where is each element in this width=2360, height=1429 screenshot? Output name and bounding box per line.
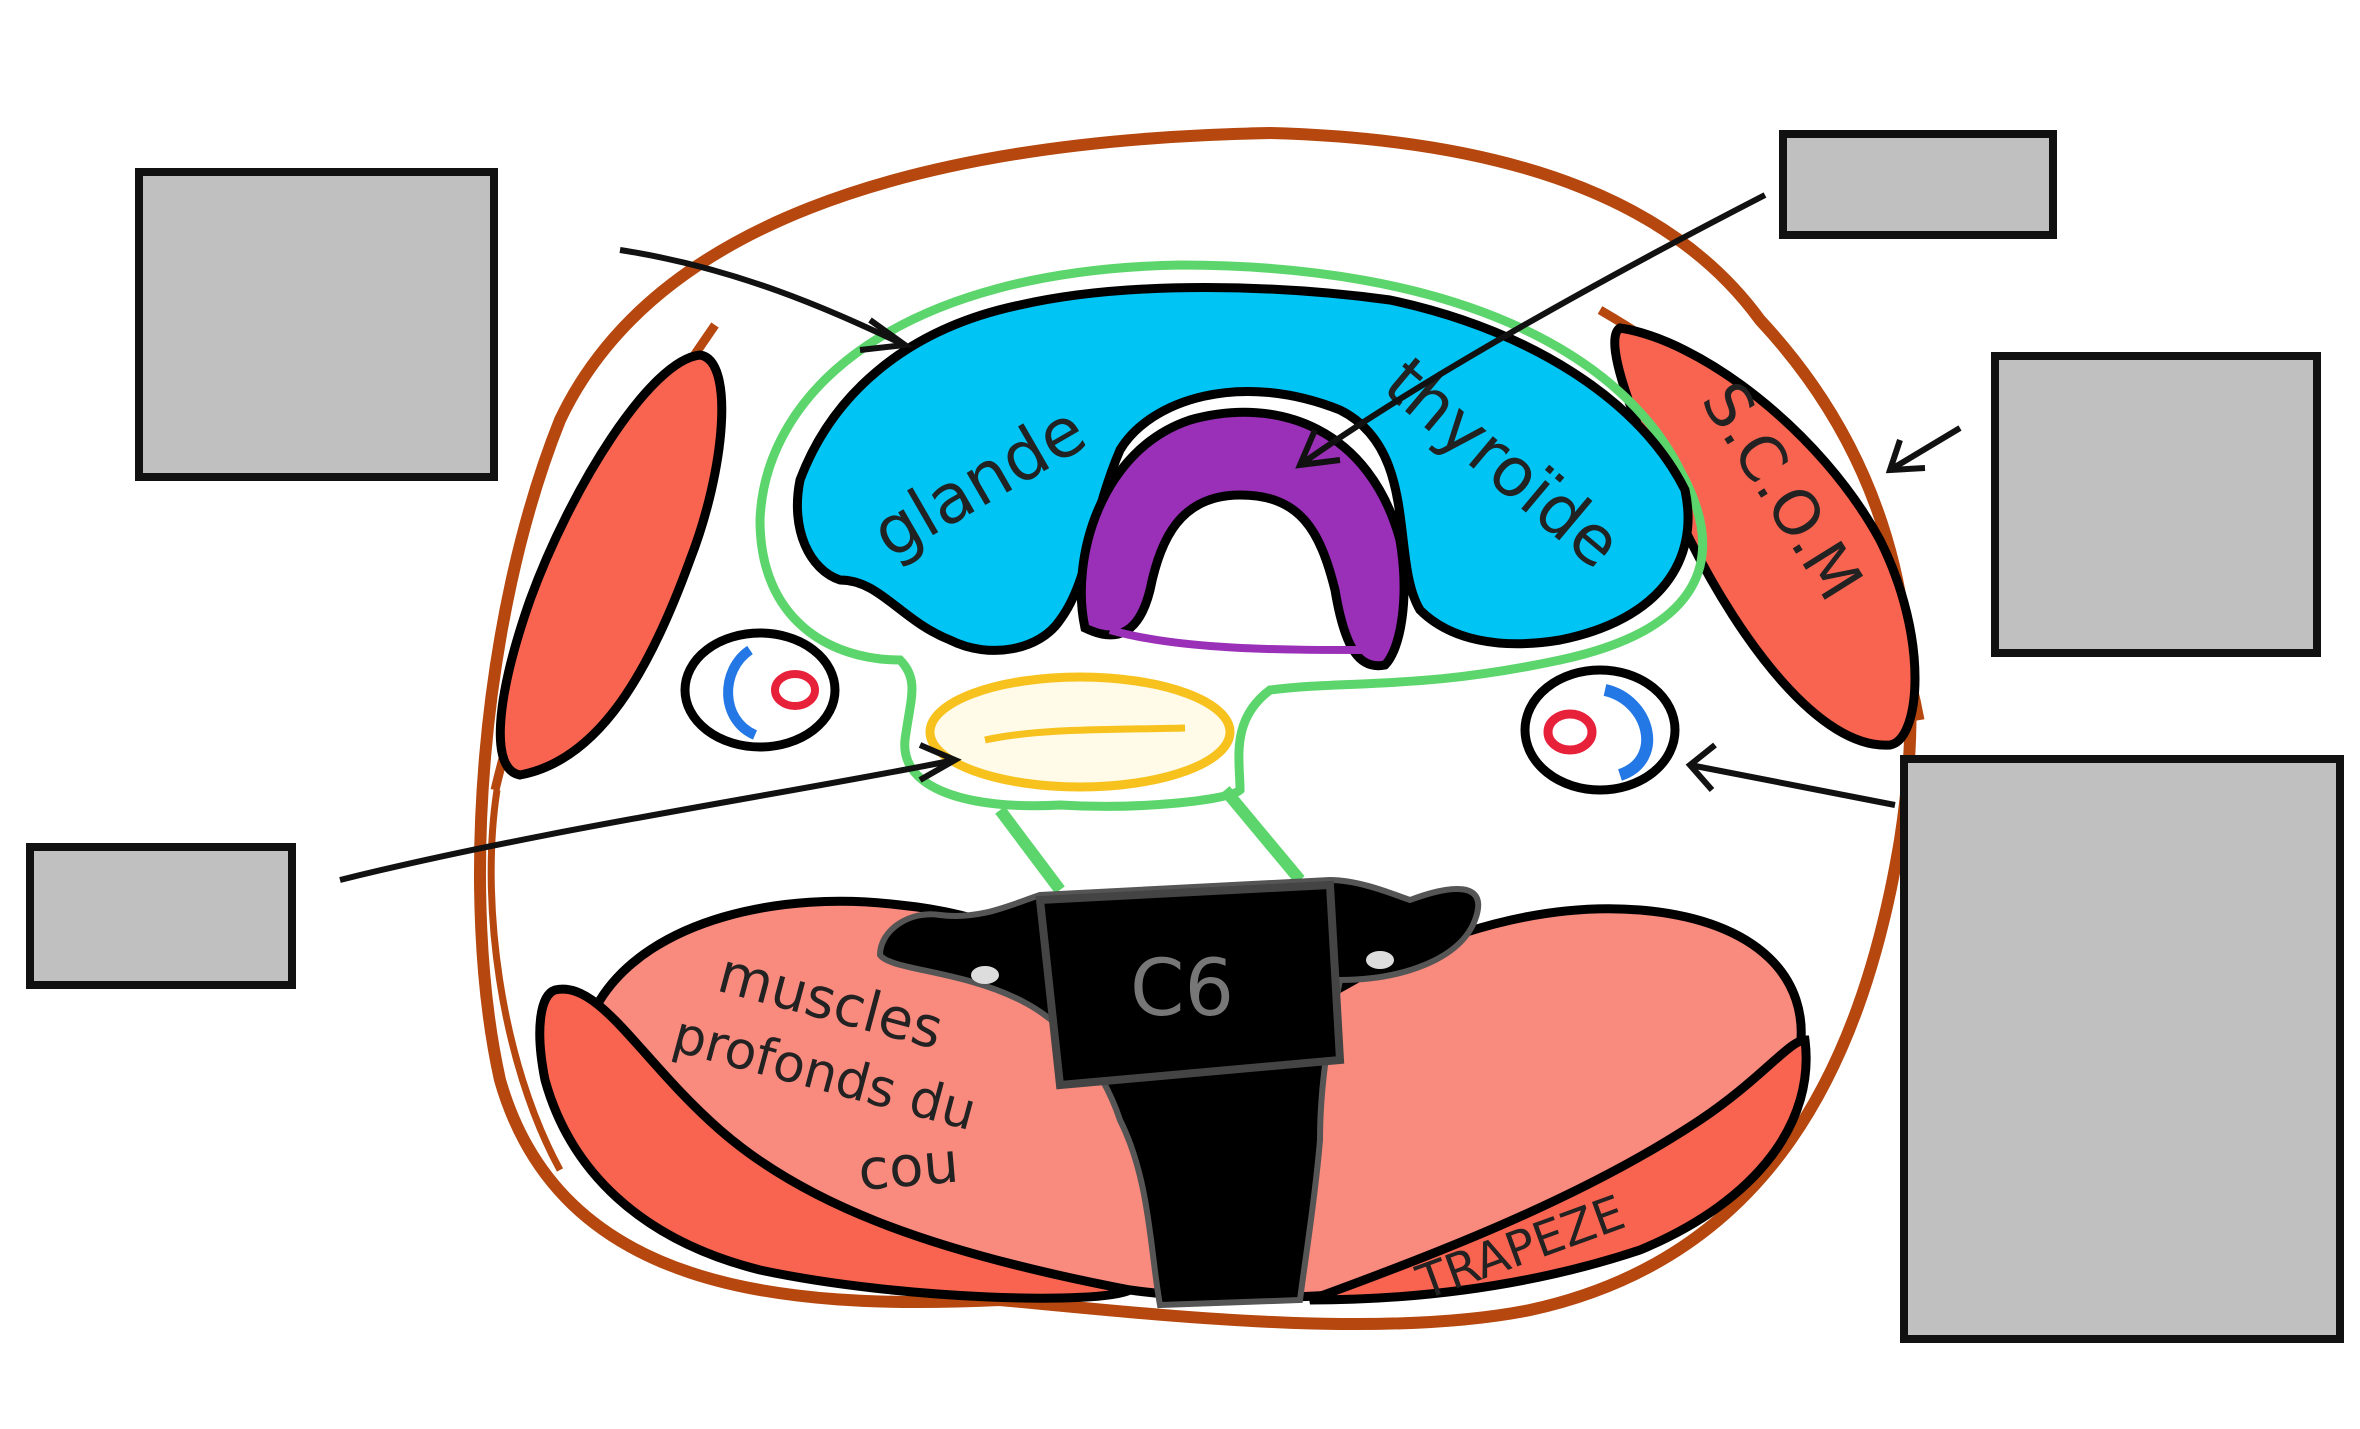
thyroid-gland xyxy=(792,283,1693,655)
blank-label-box-right-lower[interactable] xyxy=(1900,755,2344,1343)
deep-muscles-label-line3: cou xyxy=(856,1130,962,1204)
right-jugular-vein xyxy=(1603,684,1654,781)
left-carotid-artery xyxy=(771,670,819,710)
right-carotid-artery xyxy=(1543,709,1597,755)
prevertebral-fascia-left xyxy=(995,806,1065,894)
vertebra-label: C6 xyxy=(1130,944,1234,1034)
arrow-top-left xyxy=(619,247,914,353)
left-trapezius-muscle xyxy=(535,984,1144,1303)
c6-vertebral-body xyxy=(1035,880,1345,1090)
arrow-left-lower xyxy=(339,742,962,883)
pretracheal-fascia xyxy=(755,260,1708,811)
left-transverse-foramen xyxy=(971,966,999,984)
posterior-fascia-line xyxy=(487,789,564,1172)
blank-label-box-right-upper[interactable] xyxy=(1991,352,2321,657)
arrow-right-lower xyxy=(1685,742,1896,808)
right-trapezius-muscle xyxy=(1308,1035,1811,1305)
left-jugular-vein xyxy=(723,645,758,740)
blank-label-box-top-right[interactable] xyxy=(1779,130,2057,239)
trachea-cartilage xyxy=(1076,407,1409,671)
right-transverse-foramen xyxy=(1366,951,1394,969)
arrow-top-right xyxy=(1295,192,1767,469)
arrow-right-upper xyxy=(1885,425,1962,474)
esophagus-lumen xyxy=(984,724,1186,744)
left-scm-muscle xyxy=(495,350,727,780)
blank-label-box-left-lower[interactable] xyxy=(26,843,296,989)
blank-label-box-top-left[interactable] xyxy=(135,168,498,481)
prevertebral-fascia-right xyxy=(1220,786,1305,884)
left-vascular-bundle xyxy=(680,628,840,752)
trachea-posterior-wall xyxy=(1108,626,1371,654)
